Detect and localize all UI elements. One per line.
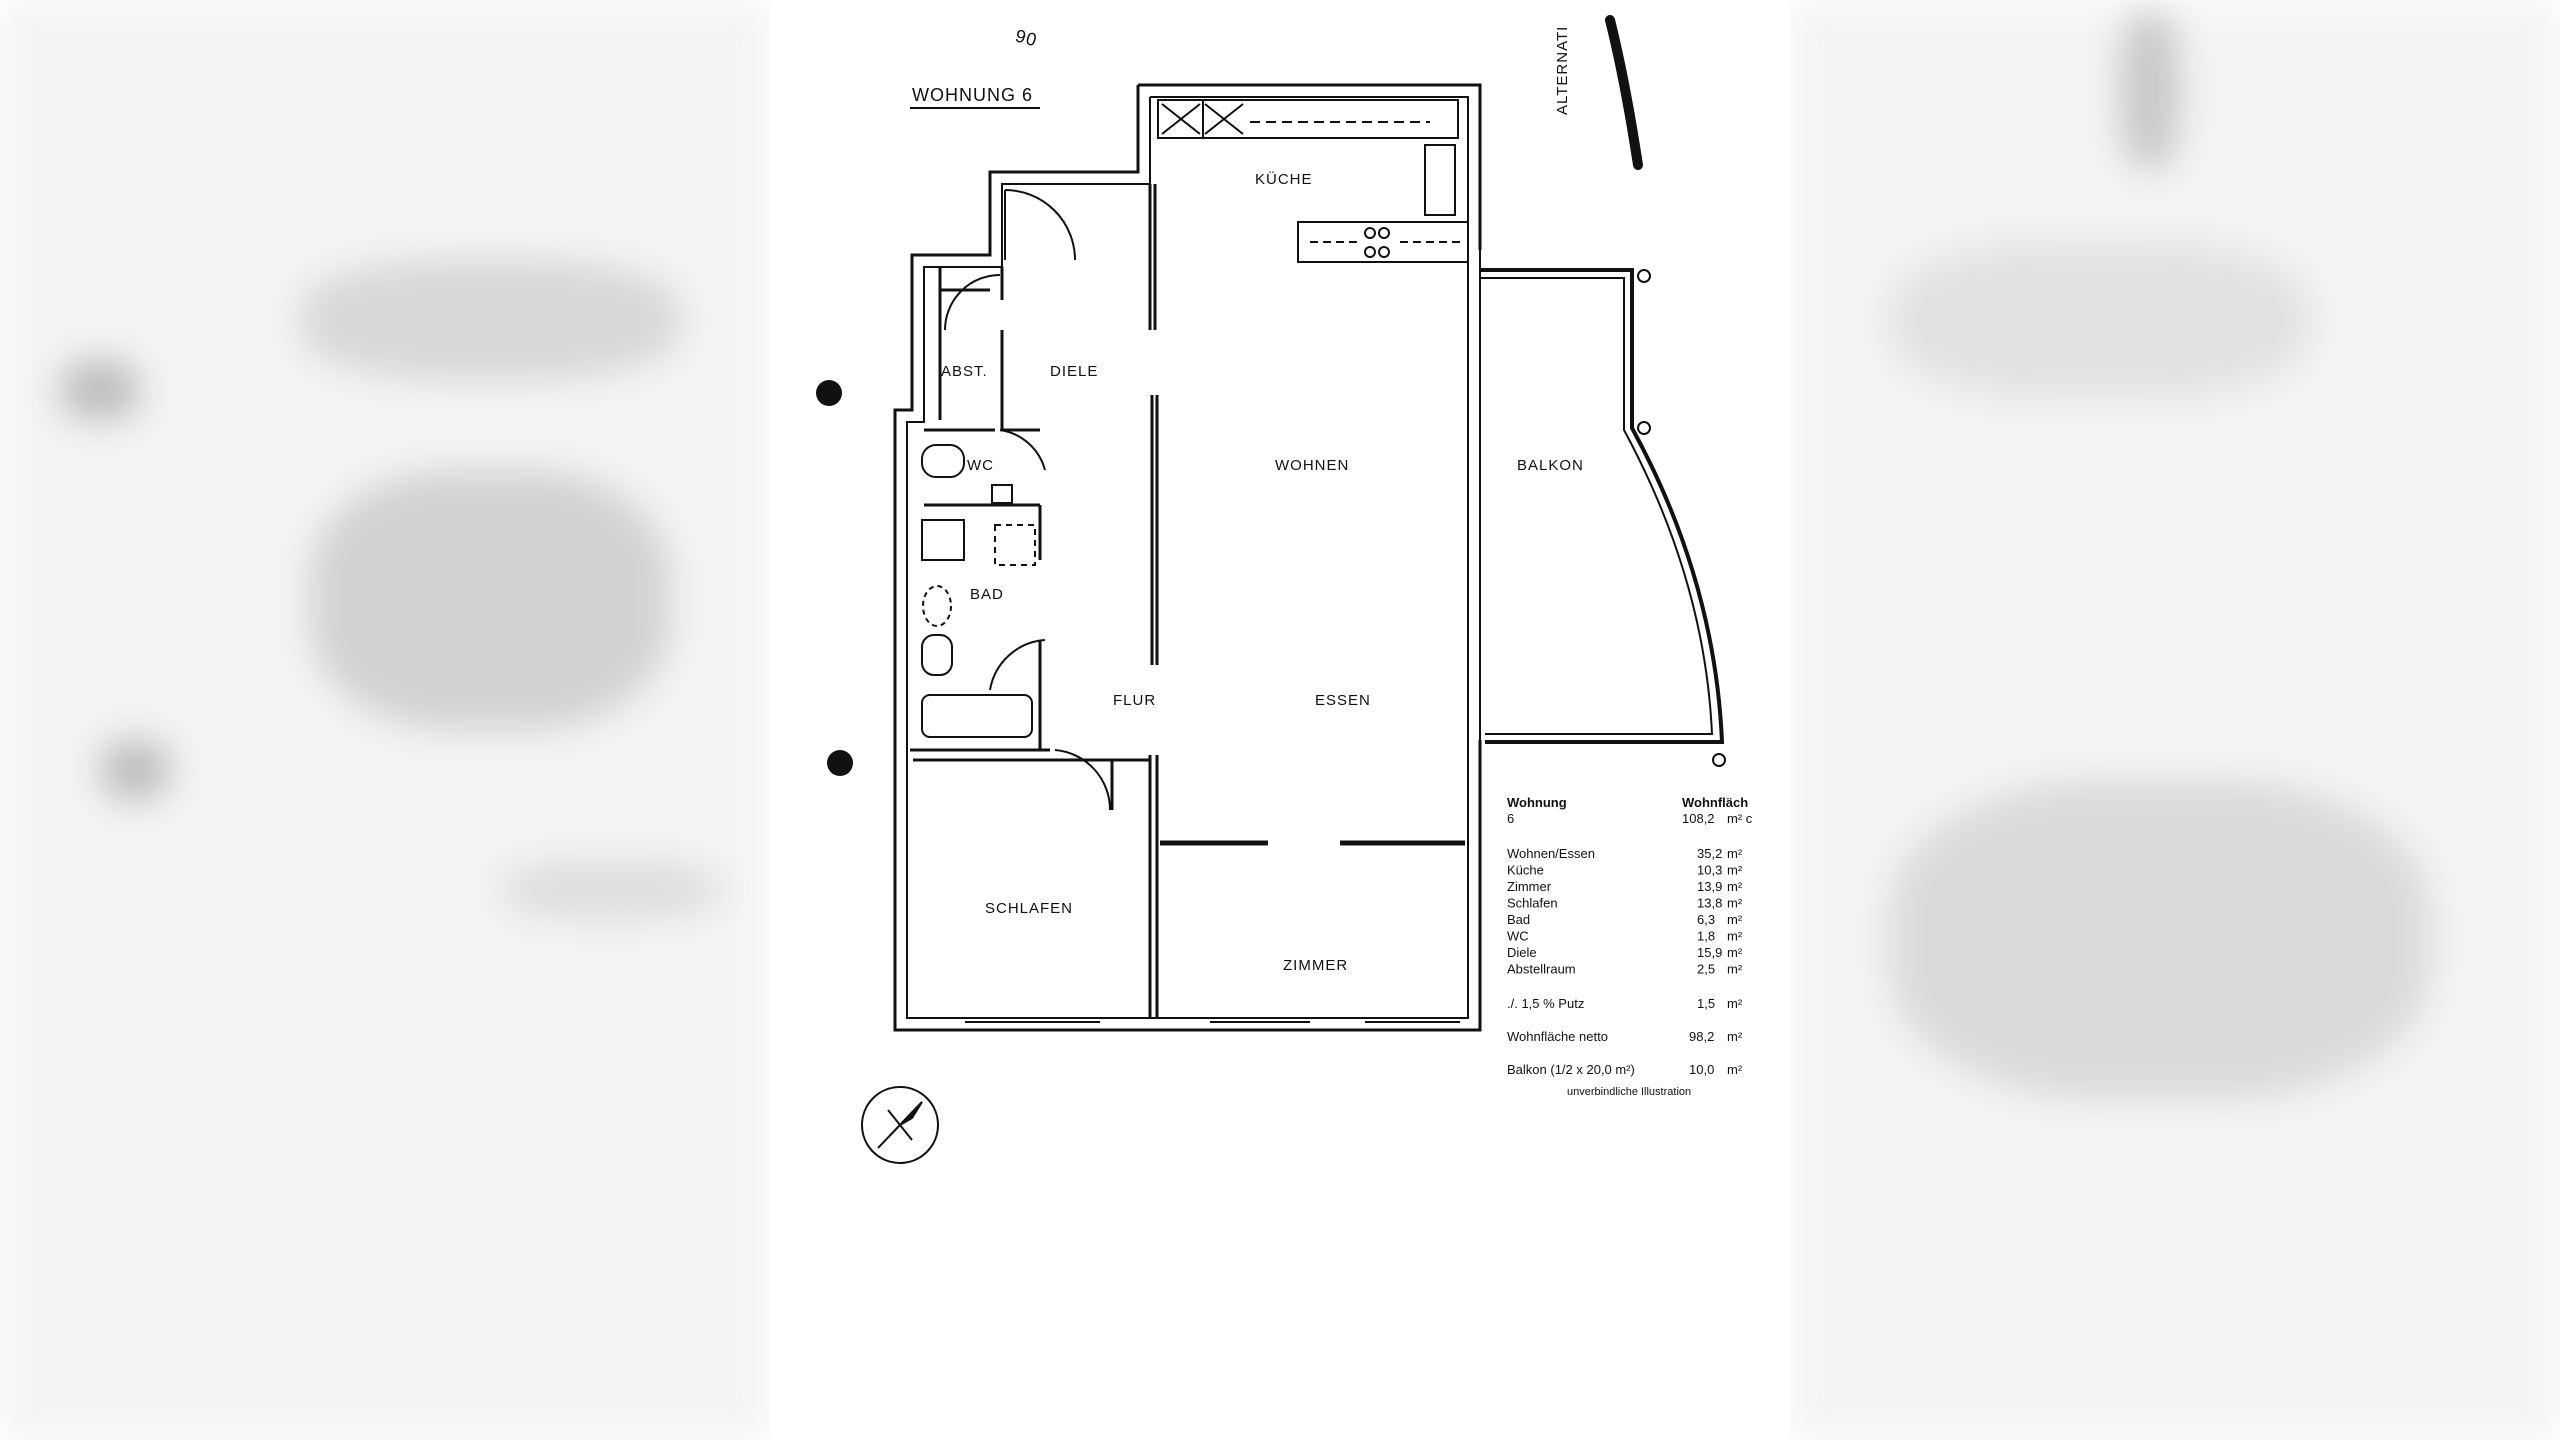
door-swing [999,429,1046,471]
area-putz-value: 1,5 [1697,996,1715,1011]
room-label-essen: ESSEN [1315,692,1371,709]
area-row-unit: m² [1727,929,1743,944]
kitchen-cross [1161,100,1244,138]
interior-wall [1148,184,1157,330]
area-putz-unit: m² [1727,996,1743,1011]
punch-hole-icon [827,750,853,776]
area-row-label: Abstellraum [1507,962,1576,977]
room-label-zimmer: ZIMMER [1283,957,1348,974]
edge-note: ALTERNATI [1554,26,1571,115]
shower-tray [994,524,1036,566]
outer-wall [893,83,1482,1032]
kitchen-counter [1157,99,1459,139]
area-row-label: Küche [1507,863,1544,878]
outer-wall-inner [906,96,1469,1019]
facade-wall [1467,250,1481,740]
area-row-label: Bad [1507,912,1530,927]
interior-wall [938,267,990,420]
interior-wall [1000,267,1040,432]
blurred-backdrop-left [0,0,770,1440]
area-head-right: Wohnfläch [1682,795,1748,810]
wc-toilet [921,444,965,478]
kitchen-sink [1424,144,1456,216]
area-row-unit: m² [1727,896,1743,911]
area-row-unit: m² [1727,945,1743,960]
kitchen-island [1297,221,1469,263]
area-row-unit: m² [1727,863,1743,878]
punch-hole-icon [816,380,842,406]
door-swing [1004,189,1076,261]
area-row-label: Schlafen [1507,896,1558,911]
room-label-balkon: BALKON [1517,457,1584,474]
area-row-unit: m² [1727,962,1743,977]
area-row-value: 15,9 [1697,945,1722,960]
area-row-value: 13,8 [1697,896,1722,911]
door-swing [944,274,1001,331]
area-netto-unit: m² [1727,1029,1743,1044]
area-row-value: 13,9 [1697,879,1722,894]
room-label-diele: DIELE [1050,363,1098,380]
floor-plan-page [770,0,1790,1440]
area-rows: Wohnen/Essen 35,2 m² Küche 10,3 m² Zimmer 13,9 m… [1507,846,1743,977]
area-total-value: 108,2 [1682,811,1715,826]
room-label-abst: ABST. [941,363,988,380]
area-row-unit: m² [1727,912,1743,927]
bathtub [921,694,1033,738]
area-balkon-label: Balkon (1/2 x 20,0 m²) [1507,1062,1635,1077]
room-label-wohnen: WOHNEN [1275,457,1349,474]
area-footnote: unverbindliche Illustration [1567,1086,1691,1098]
area-row-label: Wohnen/Essen [1507,846,1595,861]
area-row-value: 35,2 [1697,846,1722,861]
room-label-kueche: KÜCHE [1255,170,1313,188]
area-table: Wohnung Wohnfläch 6 108,2 m² c Wohnen/Es… [1507,795,1753,1098]
area-row-label: WC [1507,929,1529,944]
area-row-value: 6,3 [1697,912,1715,927]
compass-rose-icon [861,1086,939,1164]
area-balkon-unit: m² [1727,1062,1743,1077]
door-swing [989,639,1046,691]
room-label-flur: FLUR [1113,692,1156,709]
interior-wall [910,428,1050,752]
area-row-unit: m² [1727,846,1743,861]
room-label-bad: BAD [970,586,1004,603]
blurred-backdrop-right [1790,0,2560,1440]
handwritten-mark [1605,15,1643,170]
balcony-outline [1480,268,1725,744]
area-head-left: Wohnung [1507,795,1567,810]
interior-wall [1150,395,1159,665]
area-balkon-value: 10,0 [1689,1062,1714,1077]
balcony-outline-inner [1480,277,1714,735]
area-row-unit: m² [1727,879,1743,894]
area-netto-value: 98,2 [1689,1029,1714,1044]
area-row-value: 1,8 [1697,929,1715,944]
wc-sink [991,484,1013,504]
area-row-value: 10,3 [1697,863,1722,878]
room-label-wc: WC [967,457,994,474]
area-total-unit: m² c [1727,811,1753,826]
area-row-label: Zimmer [1507,879,1552,894]
handwritten-number: 90 [1013,25,1039,50]
room-label-schlafen: SCHLAFEN [985,900,1073,917]
area-putz-label: ./. 1,5 % Putz [1507,996,1584,1011]
area-unit-no: 6 [1507,811,1514,826]
bath-toilet [921,634,953,676]
interior-wall [913,755,1159,1018]
plan-title: WOHNUNG 6 [912,85,1033,105]
area-row-label: Diele [1507,945,1537,960]
area-netto-label: Wohnfläche netto [1507,1029,1608,1044]
door-swing [1054,749,1112,811]
area-row-value: 2,5 [1697,962,1715,977]
bath-bidet [922,585,952,627]
bath-sink [921,519,965,561]
